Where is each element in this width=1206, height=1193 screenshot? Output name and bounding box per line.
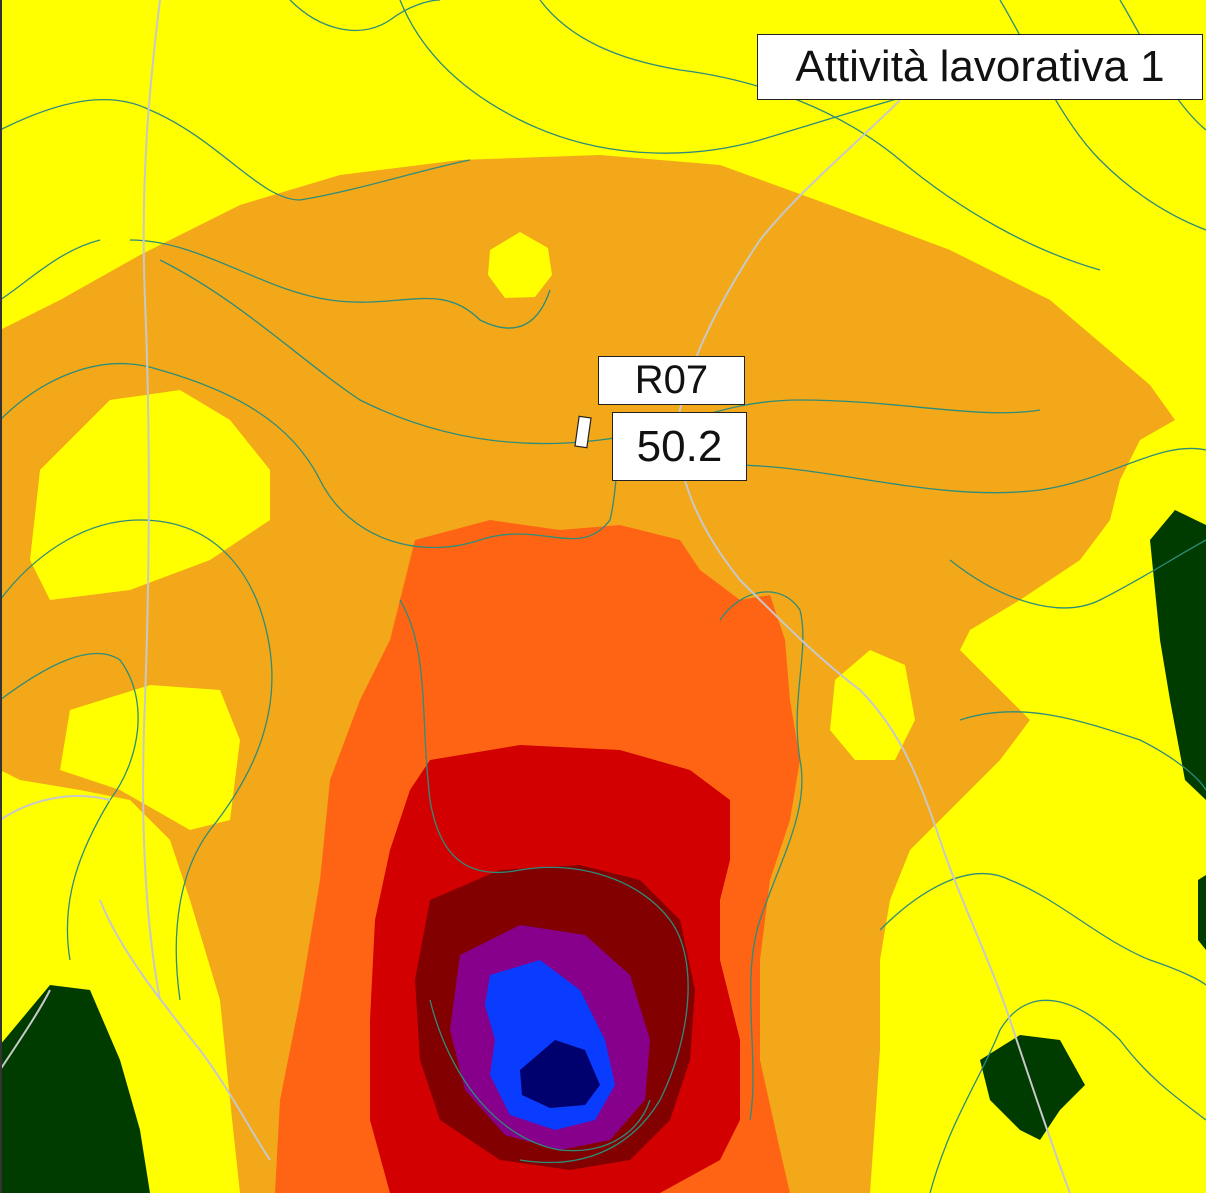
map-title: Attività lavorativa 1 — [757, 34, 1203, 100]
contour-line — [129, 239, 551, 329]
forest-patch — [0, 985, 150, 1193]
forest-patch — [1198, 875, 1206, 950]
contour-line — [0, 362, 641, 549]
forest-patch — [1150, 510, 1206, 800]
contour-line — [879, 873, 1206, 986]
contour-line — [949, 539, 1206, 609]
contour-line — [959, 711, 1206, 791]
road — [0, 989, 51, 1071]
receptor-marker[interactable] — [574, 415, 592, 449]
contour-line — [289, 0, 441, 32]
road — [99, 899, 271, 1161]
contour-line — [399, 599, 689, 1164]
contour-line — [0, 652, 139, 961]
map-frame-edge — [0, 0, 2, 1193]
roads — [0, 0, 1071, 1193]
contour-line — [929, 999, 1206, 1193]
noise-zone-7 — [520, 1040, 600, 1108]
quiet-island — [60, 685, 240, 830]
contour-line — [0, 99, 471, 201]
contour-line — [0, 519, 273, 1001]
contour-line — [539, 0, 1101, 271]
road — [142, 0, 161, 1001]
contour-line — [429, 999, 651, 1152]
receptor-id-label: R07 — [598, 356, 745, 405]
road — [0, 795, 111, 821]
quiet-island — [488, 232, 552, 298]
contour-line — [159, 259, 1041, 445]
contour-line — [719, 591, 804, 1121]
quiet-island — [30, 390, 270, 600]
road — [677, 99, 1071, 1193]
receptor-value-label: 50.2 — [612, 412, 747, 481]
contour-line — [0, 239, 101, 301]
